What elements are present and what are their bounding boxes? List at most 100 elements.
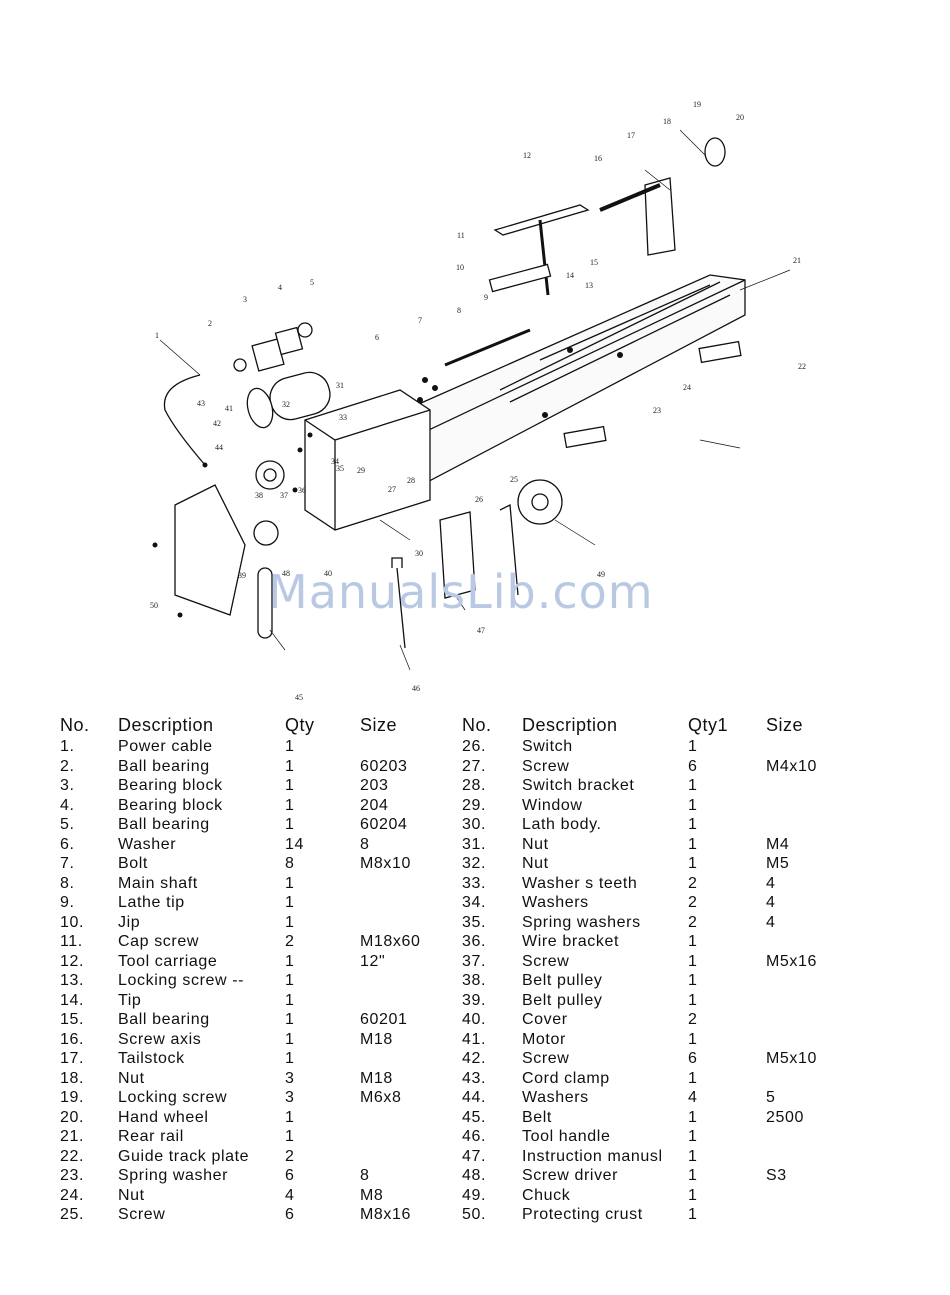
callout-50: 50: [150, 601, 158, 610]
part-qty: 1: [688, 1128, 698, 1145]
part-number: 40.: [462, 1011, 487, 1028]
header-no: No.: [462, 715, 492, 735]
callout-48: 48: [282, 569, 290, 578]
chuck: [517, 479, 563, 525]
header-qty: Qty: [285, 715, 315, 735]
headstock-housing: [304, 389, 431, 531]
part-description: Window: [522, 796, 583, 814]
part-description: Belt pulley: [522, 991, 603, 1009]
part-description: Tailstock: [118, 1050, 185, 1067]
part-size: M4x10: [766, 757, 818, 775]
part-qty: 1: [285, 816, 295, 833]
part-size: 60204: [360, 816, 408, 833]
part-description: Power cable: [118, 738, 213, 755]
part-qty: 3: [285, 1069, 295, 1087]
part-size: M8x16: [360, 1206, 412, 1223]
part-description: Nut: [118, 1186, 145, 1204]
part-qty: 2: [688, 874, 698, 892]
part-size: 60203: [360, 757, 408, 775]
part-number: 31.: [462, 835, 487, 853]
part-number: 2.: [60, 757, 75, 775]
belt: [257, 567, 273, 639]
part-description: Chuck: [522, 1186, 571, 1204]
part-qty: 8: [285, 855, 295, 872]
part-size: 204: [360, 796, 389, 814]
part-qty: 1: [688, 738, 698, 755]
part-description: Protecting crust: [522, 1206, 643, 1223]
callout-34: 34: [331, 457, 339, 466]
part-number: 34.: [462, 894, 487, 911]
part-number: 41.: [462, 1030, 487, 1048]
part-number: 9.: [60, 894, 75, 911]
callout-5: 5: [310, 278, 314, 287]
part-number: 1.: [60, 738, 75, 755]
table-header: No. Description Qty Size: [60, 714, 460, 737]
part-description: Tip: [118, 991, 142, 1009]
part-number: 38.: [462, 972, 487, 989]
part-qty: 1: [688, 972, 698, 989]
callout-4: 4: [278, 283, 282, 292]
part-qty: 1: [285, 777, 295, 794]
part-qty: 1: [688, 1069, 698, 1087]
part-number: 15.: [60, 1011, 85, 1028]
part-size: M5x10: [766, 1050, 818, 1067]
part-number: 39.: [462, 991, 487, 1009]
callout-15: 15: [590, 258, 598, 267]
part-description: Cover: [522, 1011, 568, 1028]
main-shaft: [444, 328, 531, 367]
part-qty: 1: [688, 952, 698, 970]
callout-27: 27: [388, 485, 396, 494]
callout-19: 19: [693, 100, 701, 109]
part-number: 44.: [462, 1089, 487, 1106]
part-description: Nut: [522, 855, 549, 872]
callout-33: 33: [339, 413, 347, 422]
part-description: Tool carriage: [118, 952, 218, 970]
part-number: 25.: [60, 1206, 85, 1223]
part-size: 8: [360, 835, 370, 853]
part-description: Nut: [522, 835, 549, 853]
part-size: 4: [766, 874, 776, 892]
callout-6: 6: [375, 333, 379, 342]
part-qty: 1: [688, 796, 698, 814]
callout-3: 3: [243, 295, 247, 304]
table-header: No. Description Qty1 Size: [462, 714, 862, 737]
part-qty: 1: [688, 1030, 698, 1048]
part-description: Tool handle: [522, 1128, 611, 1145]
part-size: 8: [360, 1167, 370, 1184]
header-description: Description: [522, 715, 618, 735]
part-size: 4: [766, 894, 776, 911]
part-qty: 4: [285, 1186, 295, 1204]
callout-31: 31: [336, 381, 344, 390]
callout-2: 2: [208, 319, 212, 328]
watermark: ManualsLib.com: [268, 565, 654, 619]
callout-25: 25: [510, 475, 518, 484]
part-number: 47.: [462, 1147, 487, 1165]
tailstock: [644, 177, 676, 256]
part-number: 7.: [60, 855, 75, 872]
part-qty: 1: [285, 952, 295, 970]
part-size: 203: [360, 777, 389, 794]
part-qty: 6: [688, 757, 698, 775]
part-size: M18x60: [360, 933, 421, 950]
part-description: Main shaft: [118, 874, 198, 892]
part-number: 4.: [60, 796, 75, 814]
table-row: 13.Locking screw --1: [60, 971, 460, 991]
callout-46: 46: [412, 684, 420, 693]
part-number: 27.: [462, 757, 487, 775]
part-size: S3: [766, 1167, 787, 1184]
part-description: Lath body.: [522, 816, 602, 833]
